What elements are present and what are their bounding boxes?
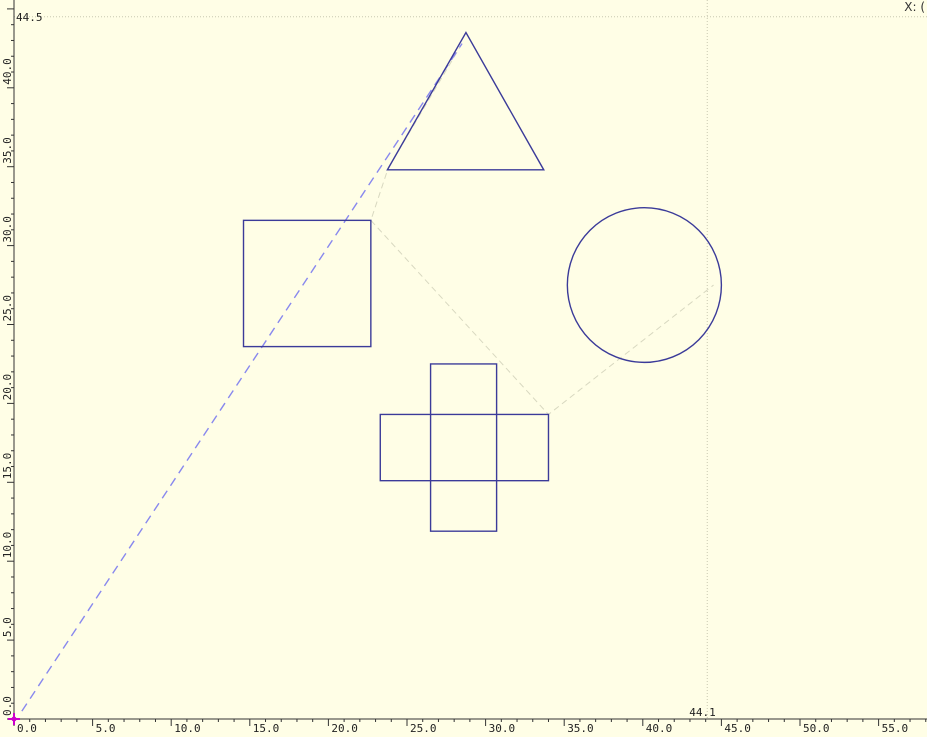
origin-marker-icon	[8, 713, 20, 725]
triangle-shape	[386, 31, 545, 171]
y-tick-label: 5.0	[1, 617, 14, 637]
extent-y-label: 44.5	[16, 11, 43, 24]
cross-shape	[379, 363, 550, 532]
y-tick-label: 0.0	[1, 696, 14, 716]
square-shape	[242, 219, 372, 348]
x-tick-label: 40.0	[646, 722, 673, 735]
extent-x-label: 44.1	[689, 706, 716, 719]
rapid-travel-path	[21, 43, 463, 712]
x-tick-label: 25.0	[410, 722, 437, 735]
faint-travel-path	[370, 43, 714, 416]
x-tick-label: 30.0	[489, 722, 515, 735]
x-tick-label: 0.0	[17, 722, 37, 735]
x-tick-label: 10.0	[174, 722, 201, 735]
y-tick-label: 40.0	[1, 58, 14, 85]
x-tick-label: 20.0	[331, 722, 358, 735]
circle-shape	[566, 207, 723, 364]
y-tick-label: 20.0	[1, 374, 14, 401]
x-tick-label: 15.0	[253, 722, 279, 735]
origin-marker-dot	[11, 716, 17, 722]
x-tick-label: 50.0	[803, 722, 830, 735]
y-tick-label: 35.0	[1, 137, 14, 164]
x-tick-label: 5.0	[96, 722, 116, 735]
coordinate-readout: X: (	[904, 0, 925, 14]
y-tick-label: 25.0	[1, 295, 14, 322]
x-tick-label: 45.0	[724, 722, 751, 735]
y-tick-label: 30.0	[1, 216, 14, 243]
x-tick-label: 55.0	[882, 722, 909, 735]
y-tick-label: 10.0	[1, 532, 14, 559]
x-tick-label: 35.0	[567, 722, 594, 735]
y-tick-label: 15.0	[1, 453, 14, 480]
